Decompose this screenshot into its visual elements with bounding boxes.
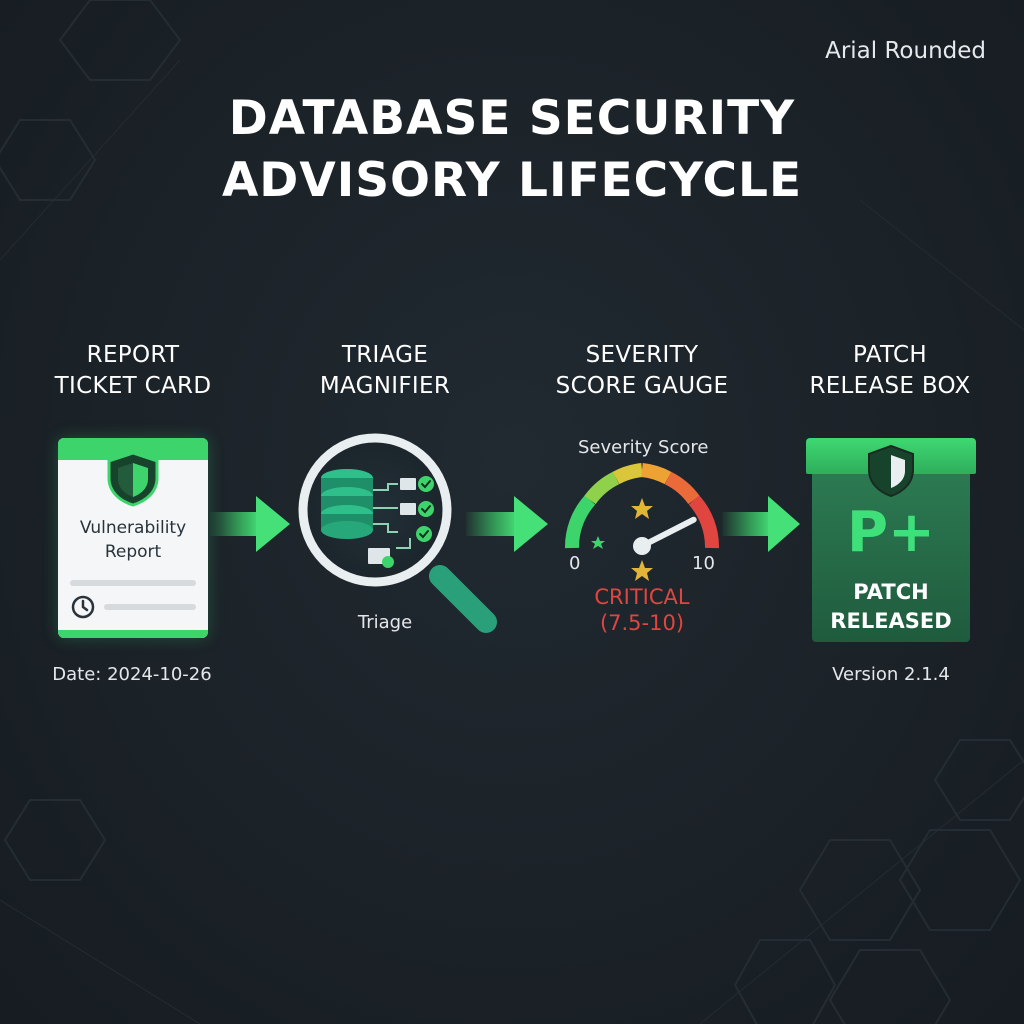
triage-caption: Triage xyxy=(357,612,413,633)
patch-version-caption: Version 2.1.4 xyxy=(832,664,950,685)
gauge-title: Severity Score xyxy=(578,437,709,458)
patch-symbol: P+ xyxy=(847,500,935,565)
database-icon xyxy=(321,469,373,539)
critical-rating: CRITICAL (7.5-10) xyxy=(520,584,764,636)
shield-icon xyxy=(107,451,159,507)
report-date-caption: Date: 2024-10-26 xyxy=(52,664,212,685)
step-label-triage: TRIAGE MAGNIFIER xyxy=(260,340,510,402)
diagram-title: DATABASE SECURITY ADVISORY LIFECYCLE xyxy=(0,88,1024,212)
step-label-line: PATCH xyxy=(853,342,927,368)
patch-status: PATCH RELEASED xyxy=(812,578,970,636)
ticket-footer-bar xyxy=(58,630,208,638)
ticket-title: Vulnerability Report xyxy=(58,516,208,564)
clock-icon xyxy=(71,595,95,619)
step-label-line: TRIAGE xyxy=(341,342,429,368)
ticket-header-bar xyxy=(58,438,208,460)
critical-range: (7.5-10) xyxy=(599,611,685,635)
patch-status-line: RELEASED xyxy=(830,609,952,633)
ticket-title-line: Report xyxy=(104,542,162,562)
ticket-title-line: Vulnerability xyxy=(79,518,187,538)
patch-status-line: PATCH xyxy=(853,580,929,604)
step-label-line: TICKET CARD xyxy=(54,373,212,399)
critical-label: CRITICAL xyxy=(594,585,690,609)
arrow-right-icon xyxy=(210,496,290,552)
step-label-severity: SEVERITY SCORE GAUGE xyxy=(517,340,767,402)
step-label-patch: PATCH RELEASE BOX xyxy=(765,340,1015,402)
font-note: Arial Rounded xyxy=(825,38,986,64)
shield-icon xyxy=(868,444,914,498)
title-line-2: ADVISORY LIFECYCLE xyxy=(221,153,803,208)
gauge-icon xyxy=(565,463,719,581)
arrow-right-icon xyxy=(466,496,548,552)
step-label-line: SCORE GAUGE xyxy=(555,373,729,399)
arrow-right-icon xyxy=(722,496,800,552)
patch-release-box xyxy=(812,470,970,642)
step-label-line: MAGNIFIER xyxy=(319,373,451,399)
ticket-text-line xyxy=(70,580,196,586)
magnifier-icon xyxy=(298,433,497,633)
step-label-line: REPORT xyxy=(86,342,180,368)
gauge-min-label: 0 xyxy=(569,553,581,574)
title-line-1: DATABASE SECURITY xyxy=(228,91,796,146)
step-label-line: SEVERITY xyxy=(585,342,699,368)
report-ticket-card: Vulnerability Report xyxy=(58,438,208,638)
ticket-text-line xyxy=(104,604,196,610)
step-label-line: RELEASE BOX xyxy=(809,373,971,399)
step-label-report: REPORT TICKET CARD xyxy=(8,340,258,402)
gauge-max-label: 10 xyxy=(692,553,715,574)
